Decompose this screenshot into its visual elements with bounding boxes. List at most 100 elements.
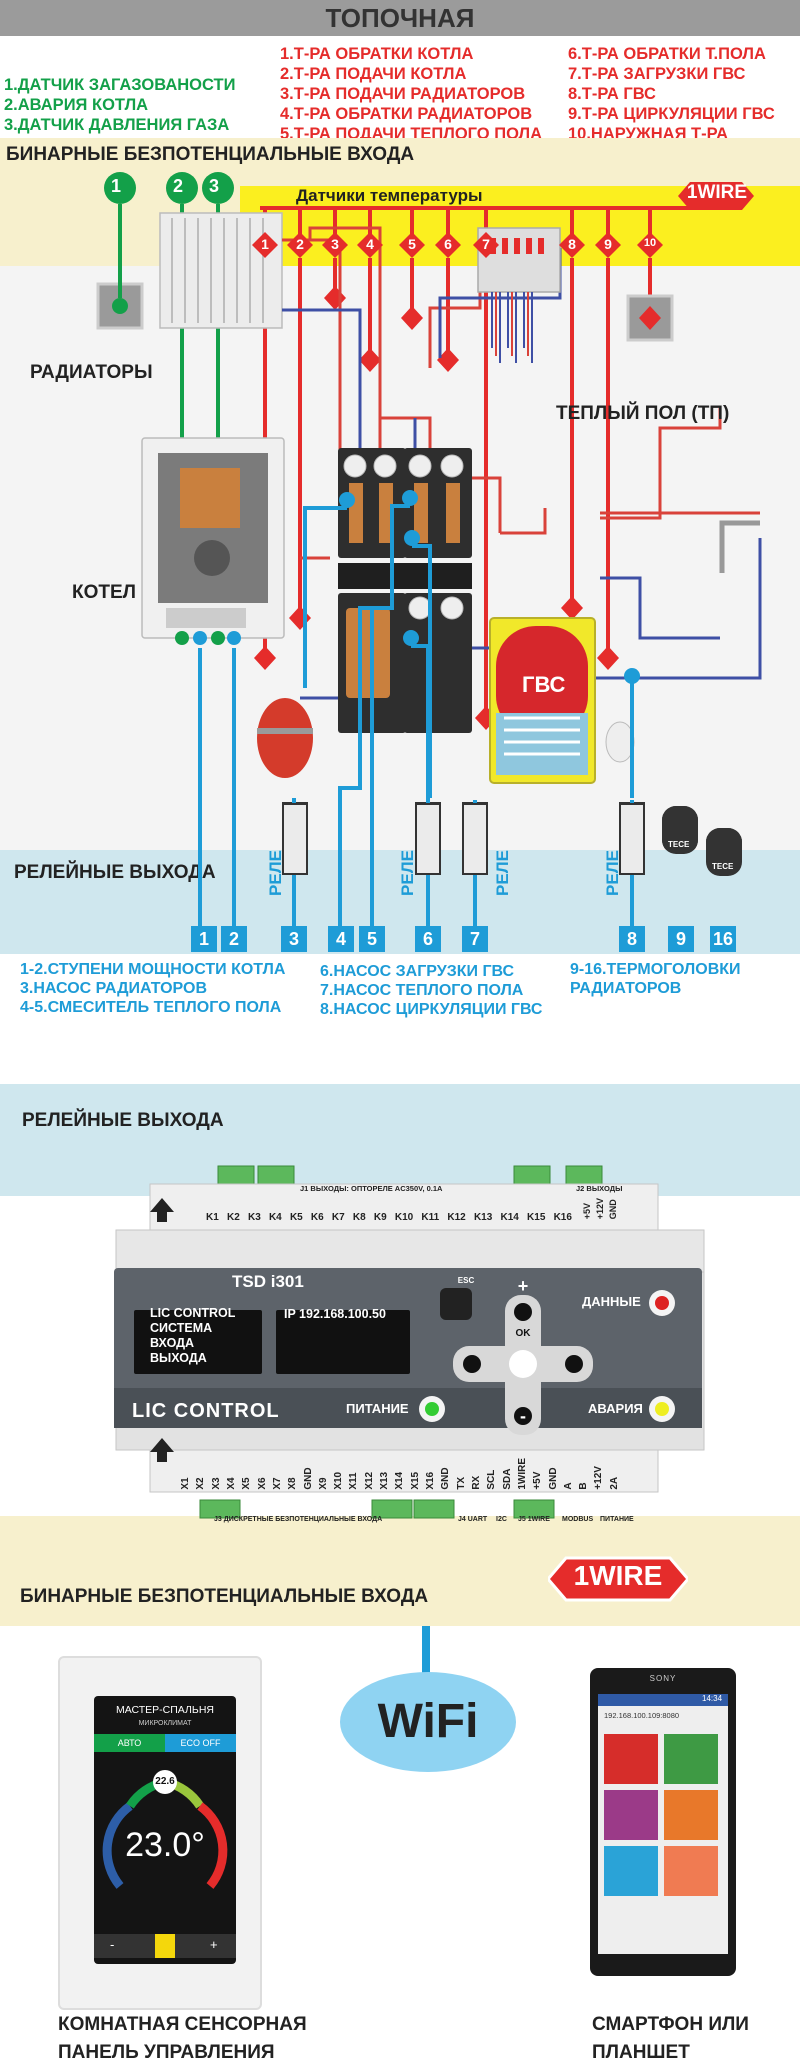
panel-room: МАСТЕР-СПАЛЬНЯ [116, 1704, 214, 1716]
legend-input-item: 3.ДАТЧИК ДАВЛЕНИЯ ГАЗА [4, 116, 230, 134]
controller-body [114, 1165, 705, 1519]
page-title: ТОПОЧНАЯ [0, 0, 800, 36]
phone-brand: SONY [649, 1674, 677, 1683]
boiler-terminal [211, 631, 225, 645]
relay-number: 16 [710, 926, 736, 952]
input-number: 2 [173, 176, 184, 196]
sensor-diamond [401, 306, 423, 330]
controller-tile-icon[interactable] [664, 1734, 718, 1784]
panel-mode-eco[interactable]: ECO OFF [165, 1734, 236, 1752]
legend-relay-item: 8.НАСОС ЦИРКУЛЯЦИИ ГВС [320, 1001, 543, 1018]
relay-tag: РЕЛЕ [493, 850, 512, 896]
legend-temp-item: 7.Т-РА ЗАГРУЗКИ ГВС [568, 65, 746, 83]
caption-line: СМАРТФОН ИЛИ [592, 2014, 749, 2035]
sensor-diamond [359, 348, 381, 372]
top-header: J1 ВЫХОДЫ: ОПТОРЕЛЕ AC350V, 0.1A [300, 1184, 443, 1193]
onewire-badge-bottom-label: 1WIRE [573, 1560, 663, 1591]
bottom-header: J3 ДИСКРЕТНЫЕ БЕЗПОТЕНЦИАЛЬНЫЕ ВХОДА [214, 1516, 383, 1523]
legend-temp-item: 6.Т-РА ОБРАТКИ Т.ПОЛА [568, 45, 766, 63]
pump-connection-dots [339, 490, 640, 684]
boiler-icon [141, 437, 285, 639]
panel-plus-button[interactable]: + [210, 1937, 218, 1952]
pump-dot [339, 492, 355, 508]
relay-module [462, 803, 488, 875]
input-marker [166, 172, 198, 204]
legend-temp-item: 9.Т-РА ЦИРКУЛЯЦИИ ГВС [568, 105, 775, 123]
faucet-tile-icon[interactable] [604, 1846, 658, 1896]
boiler-terminal-dots [175, 631, 241, 645]
pump-dot [404, 530, 420, 546]
panel-minus-button[interactable]: - [110, 1937, 115, 1952]
sensor-diamond [289, 606, 311, 630]
legend-temp-col1: 1.Т-РА ОБРАТКИ КОТЛА 2.Т-РА ПОДАЧИ КОТЛА… [280, 44, 542, 144]
onewire-badge [678, 182, 754, 210]
wifi-cloud [340, 1672, 516, 1772]
input-marker [202, 172, 234, 204]
legend-relay-item: 3.НАСОС РАДИАТОРОВ [20, 980, 208, 997]
thermohead [706, 828, 742, 876]
relay-number: 9 [668, 926, 694, 952]
sensor-number-badge: 3 [322, 232, 348, 258]
sensor-diamond [437, 348, 459, 372]
esc-button[interactable]: ESC [457, 1276, 475, 1285]
relay-number: 6 [415, 926, 441, 952]
radiator-tile-icon[interactable] [604, 1790, 658, 1840]
sensor-number-badge: 7 [473, 232, 499, 258]
sensor-number-badge: 5 [399, 232, 425, 258]
sensor-number-badge: 1 [252, 232, 278, 258]
lcd-line: СИСТЕМА [150, 1321, 213, 1335]
tece-label: TECE [668, 840, 690, 849]
legend-temp-item: 8.Т-РА ГВС [568, 85, 656, 103]
legend-relay-item: 6.НАСОС ЗАГРУЗКИ ГВС [320, 963, 515, 980]
heating-schematic [96, 172, 762, 878]
input-marker [104, 172, 136, 204]
sensor-number-badge: 4 [357, 232, 383, 258]
flame-tile-icon[interactable] [604, 1734, 658, 1784]
bottom-header: J4 UART [458, 1516, 488, 1523]
relay-module [619, 803, 645, 875]
minus-button[interactable]: - [520, 1406, 526, 1426]
legend-relay-item: 9-16.ТЕРМОГОЛОВКИ [570, 961, 741, 978]
caption-line: КОМНАТНАЯ СЕНСОРНАЯ [58, 2014, 307, 2035]
relay-number: 4 [328, 926, 354, 952]
legend-temp-item: 3.Т-РА ПОДАЧИ РАДИАТОРОВ [280, 85, 526, 103]
relay-outputs-label: РЕЛЕЙНЫЕ ВЫХОДА [14, 862, 216, 883]
relay-tag: РЕЛЕ [603, 850, 622, 896]
caption-line: ПАНЕЛЬ УПРАВЛЕНИЯ [58, 2042, 275, 2063]
panel-gauge [102, 1770, 228, 1889]
phone-url[interactable]: 192.168.100.109:8080 [604, 1711, 680, 1720]
floor-heat-tile-icon[interactable] [664, 1790, 718, 1840]
sun-icon[interactable] [155, 1934, 175, 1958]
boiler-terminal [227, 631, 241, 645]
relay-outputs-band [0, 850, 800, 954]
lcd-menu: LIC CONTROL СИСТЕМА ВХОДА ВЫХОДА [150, 1306, 235, 1366]
tece-label: TECE [712, 862, 734, 871]
panel-sub: МИКРОКЛИМАТ [138, 1720, 192, 1727]
relay-number: 3 [281, 926, 307, 952]
phone-screen: 14:34 192.168.100.109:8080 [598, 1694, 728, 1954]
boiler-label: КОТЕЛ [72, 582, 136, 603]
legend-inputs: 1.ДАТЧИК ЗАГАЗОВАНОСТИ 2.АВАРИЯ КОТЛА 3.… [4, 75, 235, 135]
sensor-number-badge: 6 [435, 232, 461, 258]
ok-button[interactable]: OK [515, 1328, 531, 1339]
bottom-header: MODBUS [562, 1516, 594, 1523]
plus-button[interactable]: + [517, 1276, 529, 1296]
pump-dot [402, 490, 418, 506]
settings-tile-icon[interactable] [664, 1846, 718, 1896]
lcd-line: ВХОДА [150, 1336, 195, 1350]
radiator-icon [159, 212, 283, 329]
panel-mode-auto[interactable]: АВТО [94, 1734, 165, 1752]
wifi-link-line [422, 1626, 430, 1678]
faucet-icon [719, 520, 760, 573]
binary-inputs-label: БИНАРНЫЕ БЕЗПОТЕНЦИАЛЬНЫЕ ВХОДА [6, 144, 415, 165]
bottom-pin-row: X1 X2 X3 X4 X5 X6 X7 X8 GND X9 X10 X11 X… [180, 1458, 620, 1490]
legend-temp-item: 1.Т-РА ОБРАТКИ КОТЛА [280, 45, 474, 63]
relay-number: 1 [191, 926, 217, 952]
sensor-diamond [597, 646, 619, 670]
legend-relay-item: 7.НАСОС ТЕПЛОГО ПОЛА [320, 982, 524, 999]
sensor-number-badge: 9 [595, 232, 621, 258]
panel-screen: МАСТЕР-СПАЛЬНЯ МИКРОКЛИМАТ АВТО ECO OFF … [94, 1696, 236, 1964]
lcd-line: ВЫХОДА [150, 1351, 207, 1365]
controller-binary-label: БИНАРНЫЕ БЕЗПОТЕНЦИАЛЬНЫЕ ВХОДА [20, 1586, 429, 1607]
